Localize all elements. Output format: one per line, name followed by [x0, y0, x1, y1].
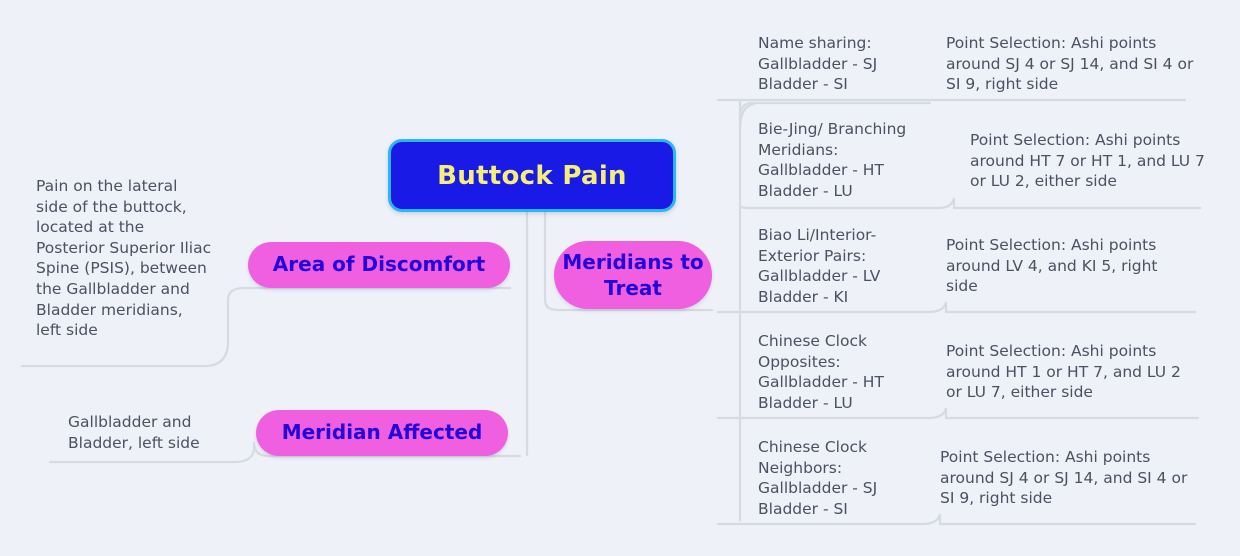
meridians-to-treat-label: Meridians to Treat	[562, 250, 704, 300]
connector-item-2-elbow	[738, 102, 756, 132]
area-of-discomfort-label: Area of Discomfort	[272, 252, 486, 277]
leaf-point-selection-3: Point Selection: Ashi points around LV 4…	[946, 236, 1158, 296]
leaf-category-biao-li: Biao Li/Interior-Exterior Pairs: Gallbla…	[758, 226, 881, 306]
leaf-meridian-affected-detail: Gallbladder and Bladder, left side	[68, 413, 200, 452]
leaf-point-selection-1: Point Selection: Ashi points around SJ 4…	[946, 34, 1194, 94]
root-label: Buttock Pain	[437, 160, 627, 191]
node-meridian-affected[interactable]: Meridian Affected	[256, 410, 508, 456]
leaf-category-clock-neighbors: Chinese Clock Neighbors: Gallbladder - S…	[758, 438, 878, 518]
connector-item-1-elbow	[738, 101, 932, 120]
leaf-category-bie-jing: Bie-Jing/ Branching Meridians: Gallbladd…	[758, 120, 907, 200]
leaf-point-selection-5: Point Selection: Ashi points around SJ 4…	[940, 448, 1188, 508]
leaf-point-selection-2: Point Selection: Ashi points around HT 7…	[970, 131, 1205, 191]
root-node[interactable]: Buttock Pain	[388, 139, 676, 212]
leaf-point-selection-4: Point Selection: Ashi points around HT 1…	[946, 342, 1181, 402]
node-meridians-to-treat[interactable]: Meridians to Treat	[554, 241, 712, 309]
meridian-affected-label: Meridian Affected	[281, 420, 483, 445]
node-area-of-discomfort[interactable]: Area of Discomfort	[248, 242, 510, 288]
leaf-category-name-sharing: Name sharing: Gallbladder - SJ Bladder -…	[758, 34, 878, 94]
leaf-category-clock-opposites: Chinese Clock Opposites: Gallbladder - H…	[758, 332, 884, 412]
leaf-area-of-discomfort-detail: Pain on the lateral side of the buttock,…	[36, 177, 212, 340]
